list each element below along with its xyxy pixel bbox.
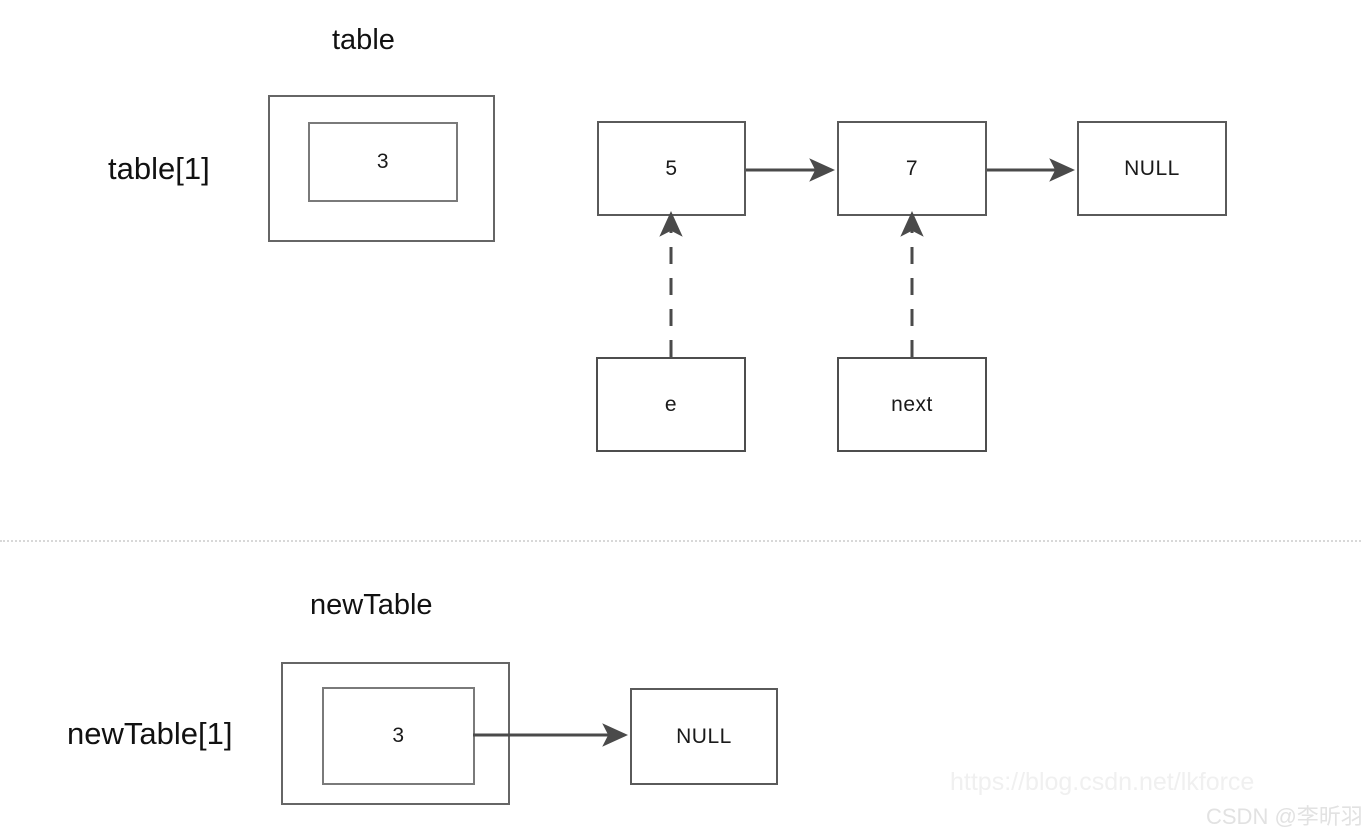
top-section-title: table — [332, 24, 395, 56]
node-null-bottom-box: NULL — [630, 688, 778, 785]
newtable-cell-box: 3 — [322, 687, 475, 785]
node-null-bottom-label: NULL — [676, 724, 732, 748]
section-divider — [0, 540, 1361, 542]
bottom-row-label: newTable[1] — [67, 716, 233, 751]
node-7-label: 7 — [905, 156, 919, 180]
pointer-next-label: next — [891, 392, 933, 416]
newtable-cell-value: 3 — [392, 724, 405, 747]
bottom-section-title: newTable — [310, 589, 433, 621]
pointer-e-box: e — [596, 357, 746, 452]
table-cell-box: 3 — [308, 122, 458, 202]
node-null-top-label: NULL — [1124, 156, 1180, 180]
pointer-next-box: next — [837, 357, 987, 452]
node-7-box: 7 — [837, 121, 987, 216]
watermark-url: https://blog.csdn.net/lkforce — [950, 768, 1255, 796]
node-5-box: 5 — [597, 121, 746, 216]
top-row-label: table[1] — [108, 151, 210, 186]
node-null-top-box: NULL — [1077, 121, 1227, 216]
pointer-e-label: e — [664, 392, 678, 416]
watermark-signature: CSDN @李昕羽 — [1206, 804, 1361, 829]
table-array-box — [268, 95, 495, 242]
table-cell-value: 3 — [376, 150, 390, 173]
node-5-label: 5 — [665, 156, 678, 180]
